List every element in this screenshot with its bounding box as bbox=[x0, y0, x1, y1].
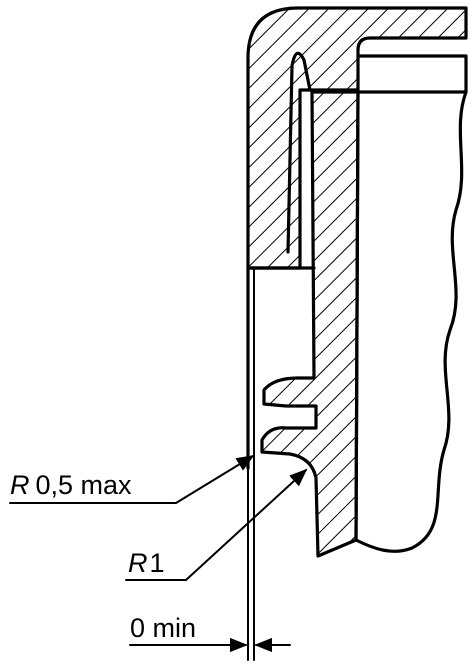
label-radius-max-value: 0,5 max bbox=[36, 470, 133, 500]
leader-r05-arrow bbox=[175, 455, 255, 504]
label-radius-max-symbol: R bbox=[10, 470, 30, 500]
break-line bbox=[354, 90, 468, 553]
inner-sleeve-section bbox=[260, 90, 360, 558]
label-radius-symbol: R bbox=[128, 548, 148, 578]
housing-body bbox=[354, 90, 360, 542]
label-radius: R1 bbox=[128, 548, 165, 578]
spring-clip bbox=[286, 51, 312, 254]
label-radius-value: 1 bbox=[150, 548, 165, 578]
label-gap: 0 min bbox=[130, 613, 196, 643]
housing-top-band bbox=[356, 54, 468, 94]
outer-cap-section bbox=[246, 6, 468, 270]
leader-r1-arrow bbox=[185, 468, 308, 581]
